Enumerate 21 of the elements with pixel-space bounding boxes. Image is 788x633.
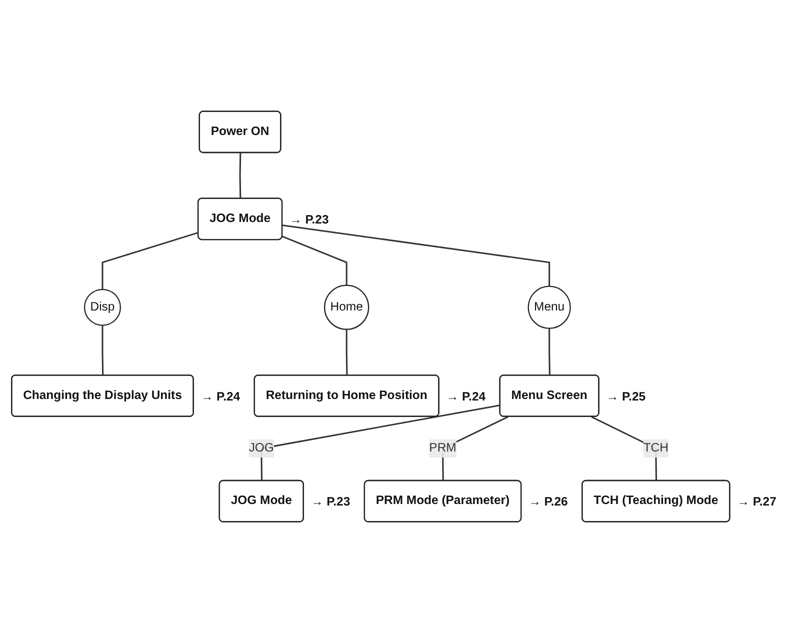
edge-label: TCH	[643, 442, 668, 455]
connector	[548, 328, 550, 376]
page-reference: → P.27	[737, 494, 776, 509]
connector	[239, 152, 242, 199]
page-reference: → P.24	[446, 389, 486, 404]
page-reference: → P.25	[606, 389, 646, 404]
connector	[346, 329, 348, 376]
connector	[102, 232, 199, 290]
page-reference: → P.24	[200, 389, 240, 404]
edge-label: JOG	[248, 442, 274, 455]
page-reference: → P.26	[528, 494, 568, 509]
node-circle: Home	[324, 284, 370, 330]
connector	[282, 236, 348, 286]
connector	[102, 325, 104, 376]
connector	[282, 224, 550, 286]
node-circle: Menu	[528, 286, 571, 329]
page-reference: → P.23	[290, 212, 329, 226]
page-reference: → P.23	[311, 494, 350, 509]
connector	[260, 404, 500, 481]
node-circle: Disp	[84, 288, 121, 326]
edge-label: PRM	[429, 442, 456, 455]
